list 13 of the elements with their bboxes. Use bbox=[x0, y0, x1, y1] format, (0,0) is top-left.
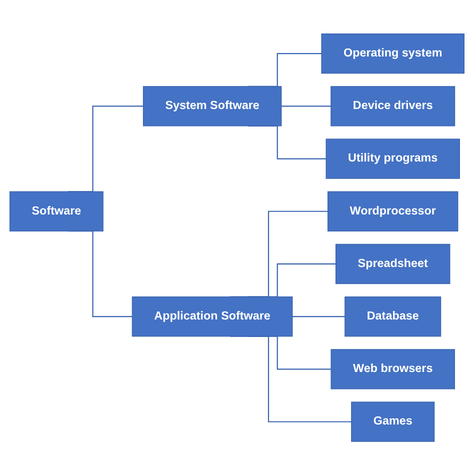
node-box: Device drivers bbox=[330, 86, 456, 127]
node-box: Database bbox=[344, 296, 442, 337]
node-box: Spreadsheet bbox=[336, 244, 450, 284]
node-box: Software bbox=[9, 192, 104, 232]
node-box: Web browsers bbox=[330, 349, 455, 390]
node-box: System Software bbox=[142, 86, 282, 127]
connector bbox=[292, 316, 345, 318]
node-box: Wordprocessor bbox=[328, 192, 458, 232]
node-box: Utility programs bbox=[326, 139, 460, 180]
connector bbox=[281, 106, 331, 108]
node-box: Operating system bbox=[321, 34, 464, 74]
node-box: Games bbox=[351, 402, 435, 442]
node-box: Application Software bbox=[132, 296, 293, 337]
